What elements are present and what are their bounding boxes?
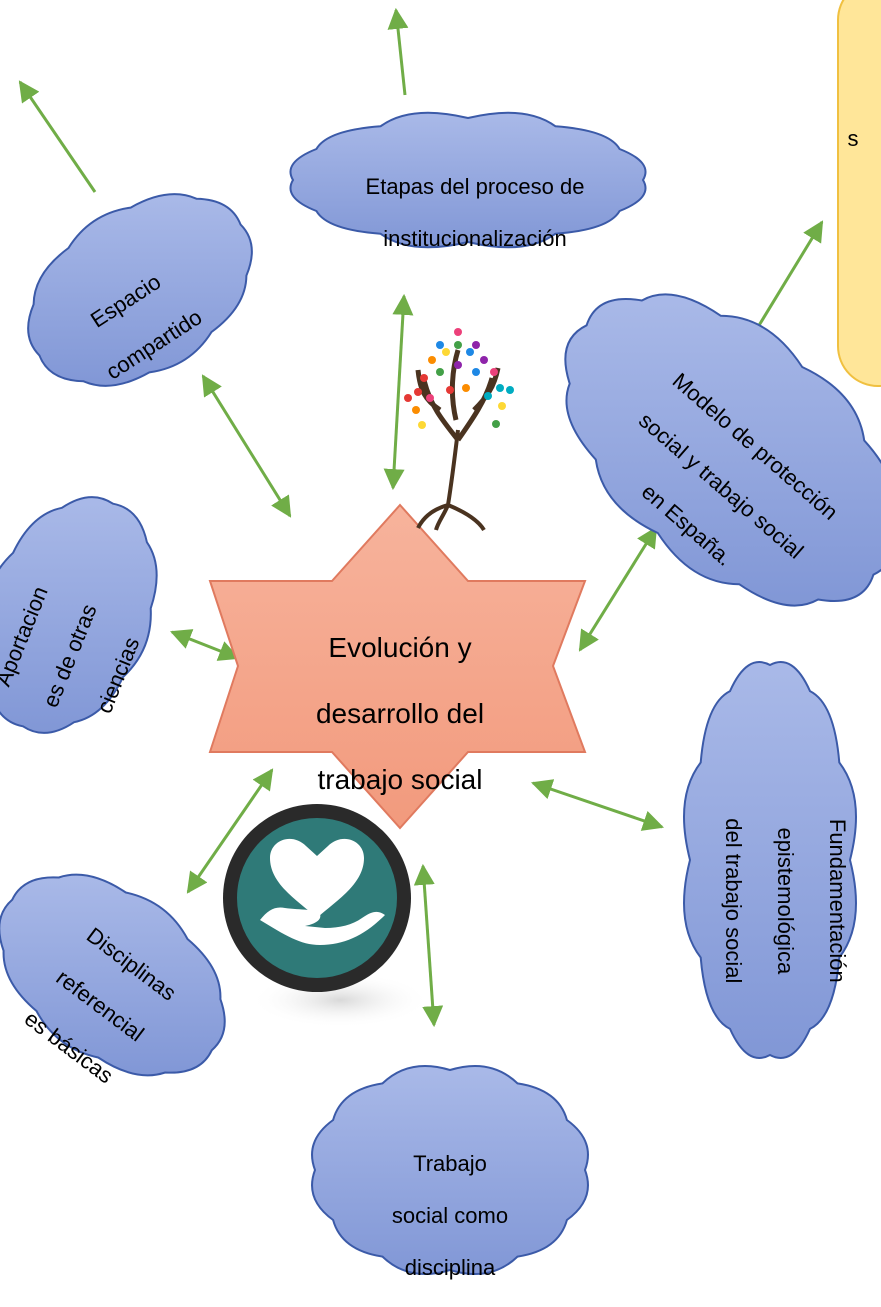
tree-leaf (404, 394, 412, 402)
cloud-fundamentacion (683, 661, 857, 1059)
cloud-espacio (27, 193, 253, 387)
tree-leaf (420, 374, 428, 382)
tree-leaf (412, 406, 420, 414)
tree-leaf (428, 356, 436, 364)
tree-leaf (446, 386, 454, 394)
tree-leaf (490, 368, 498, 376)
tree-leaf (454, 361, 462, 369)
arrows-group (18, 7, 824, 1028)
tree-leaf (454, 328, 462, 336)
arrow-to-top (387, 7, 409, 96)
arrow-center-modelo (578, 526, 658, 652)
tree-leaf (454, 341, 462, 349)
arrow-center-etapas (383, 293, 414, 491)
tree-leaf (414, 388, 422, 396)
cloud-aportaciones (0, 496, 158, 734)
arrow-center-fundamentacion (531, 779, 664, 831)
note-box-text: s (847, 125, 859, 151)
arrow-to-top-left (18, 80, 97, 193)
cloud-etapas (289, 111, 647, 249)
center-star (208, 503, 587, 830)
tree-leaf (472, 341, 480, 349)
arrow-center-trabajo (413, 863, 444, 1028)
center-label: Evolución y desarrollo del trabajo socia… (315, 632, 485, 796)
tree-leaf (436, 341, 444, 349)
cloud-trabajo (311, 1064, 589, 1276)
tree-leaf (442, 348, 450, 356)
tree-leaf (466, 348, 474, 356)
arrow-center-disciplinas (186, 768, 274, 894)
tree-leaf (480, 356, 488, 364)
tree-leaf (492, 420, 500, 428)
arrow-center-aportaciones (170, 629, 240, 661)
tree-leaf (462, 384, 470, 392)
arrow-to-note (756, 220, 824, 328)
heart-hand-icon (223, 804, 430, 1028)
node-trabajo-disciplina-label: Trabajo social como disciplina (391, 1150, 509, 1280)
arrow-center-espacio (201, 374, 292, 518)
tree-leaf (484, 392, 492, 400)
tree-leaf (436, 368, 444, 376)
node-fundamentacion-label: Fundamentación epistemológica del trabaj… (721, 818, 850, 984)
clouds-group (0, 111, 881, 1276)
tree-leaf (418, 421, 426, 429)
tree-leaf (472, 368, 480, 376)
node-etapas-label: Etapas del proceso de institucionalizaci… (365, 173, 585, 251)
tree-leaf (498, 402, 506, 410)
tree-icon (404, 328, 514, 532)
tree-leaf (426, 394, 434, 402)
tree-leaf (506, 386, 514, 394)
tree-leaf (496, 384, 504, 392)
note-box (837, 0, 881, 387)
cloud-modelo (564, 293, 881, 607)
cloud-disciplinas (0, 873, 226, 1077)
